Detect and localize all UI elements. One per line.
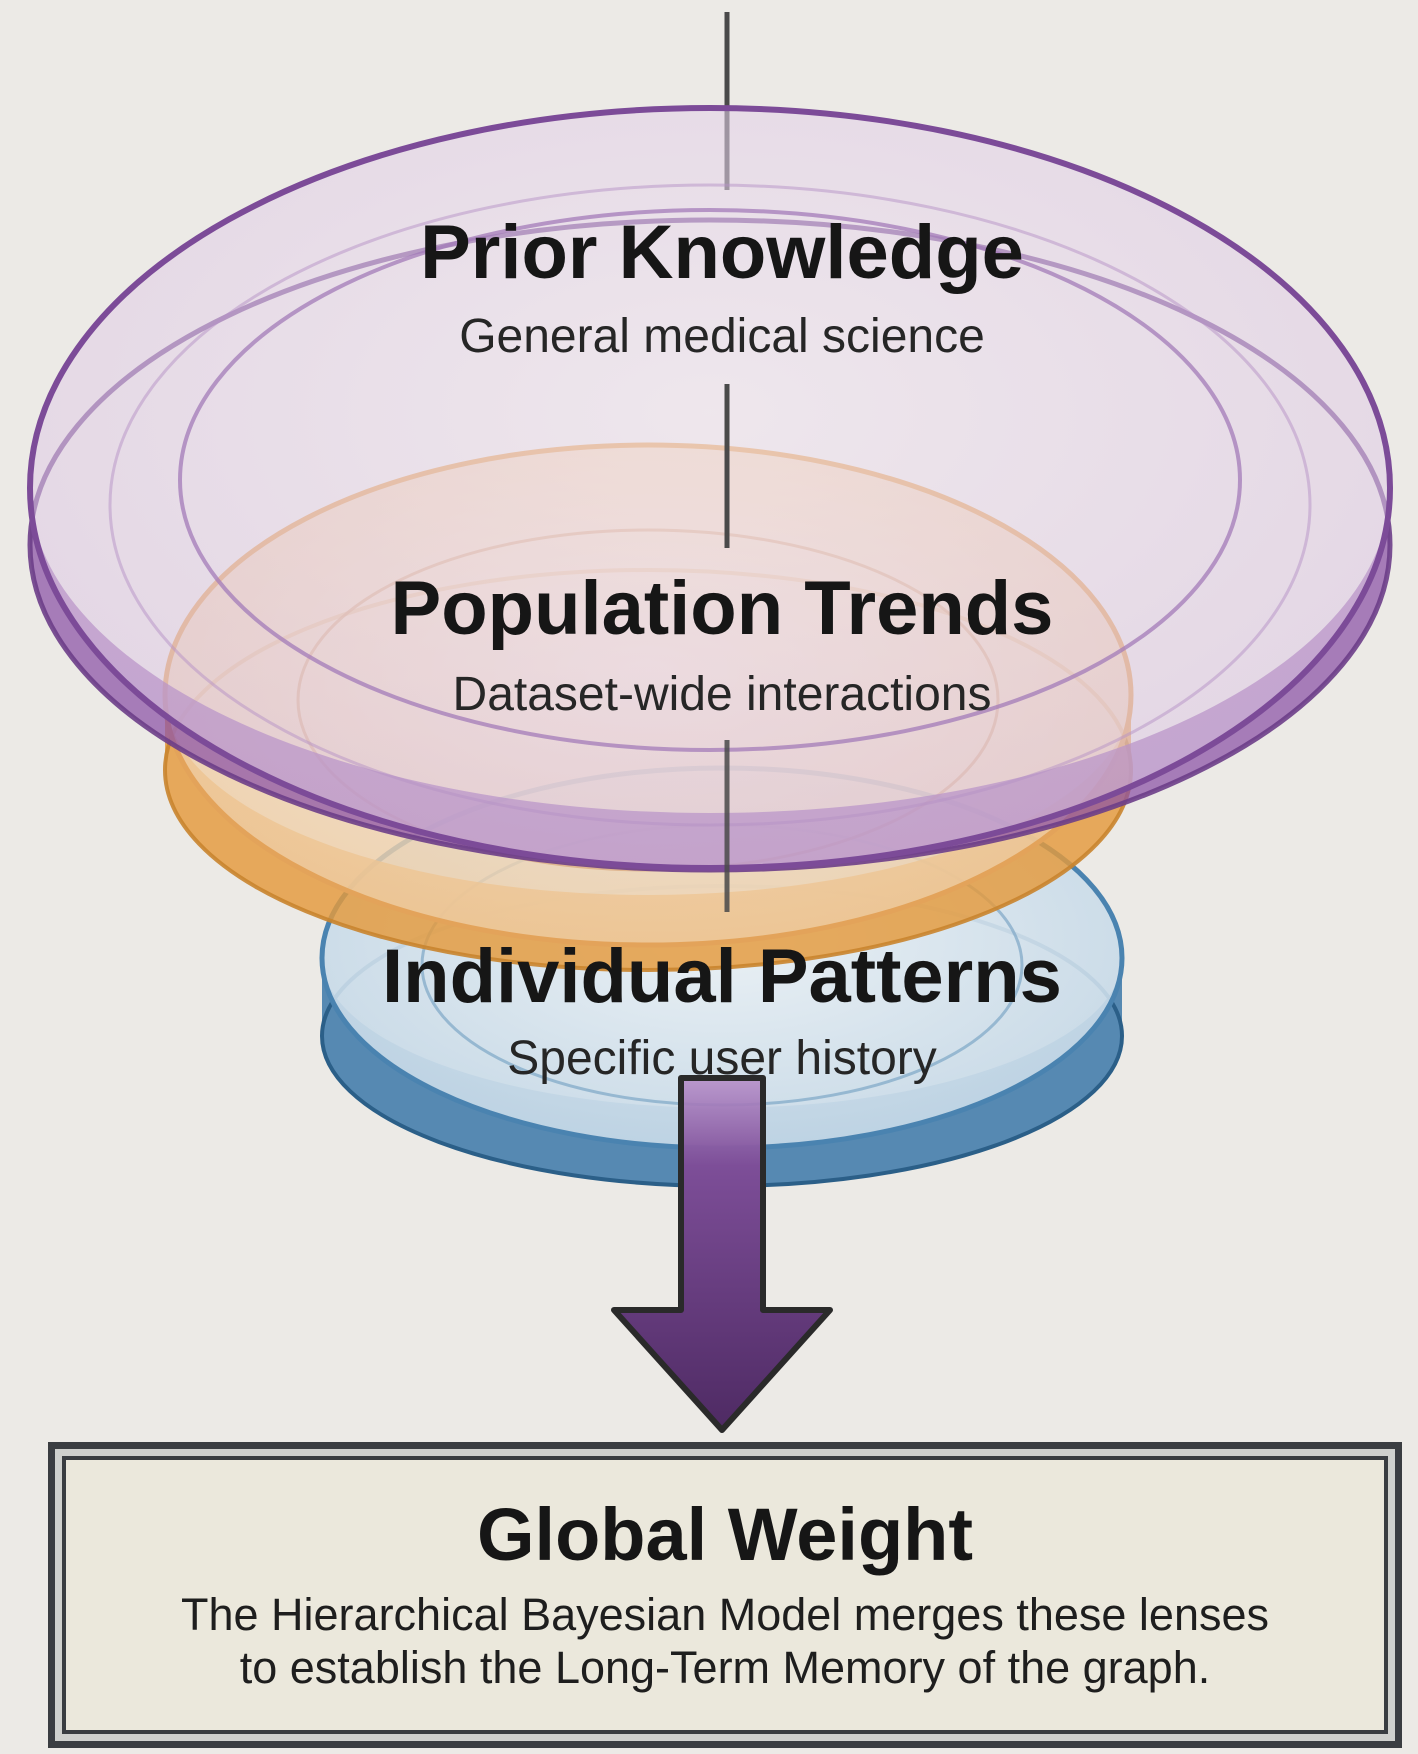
global-weight-box: Global Weight The Hierarchical Bayesian … — [48, 1442, 1402, 1748]
global-weight-description-line-2: to establish the Long-Term Memory of the… — [239, 1641, 1211, 1693]
global-weight-title: Global Weight — [476, 1493, 974, 1577]
prior-knowledge-title: Prior Knowledge — [420, 210, 1024, 295]
global-weight-description-line-1: The Hierarchical Bayesian Model merges t… — [180, 1588, 1270, 1640]
population-trends-subtitle: Dataset-wide interactions — [453, 668, 992, 721]
prior-knowledge-disc — [27, 105, 1393, 873]
down-arrow-icon — [611, 1075, 833, 1433]
prior-knowledge-subtitle: General medical science — [459, 310, 985, 363]
population-trends-title: Population Trends — [391, 566, 1054, 651]
individual-patterns-title: Individual Patterns — [382, 934, 1062, 1019]
individual-patterns-subtitle: Specific user history — [507, 1032, 937, 1085]
